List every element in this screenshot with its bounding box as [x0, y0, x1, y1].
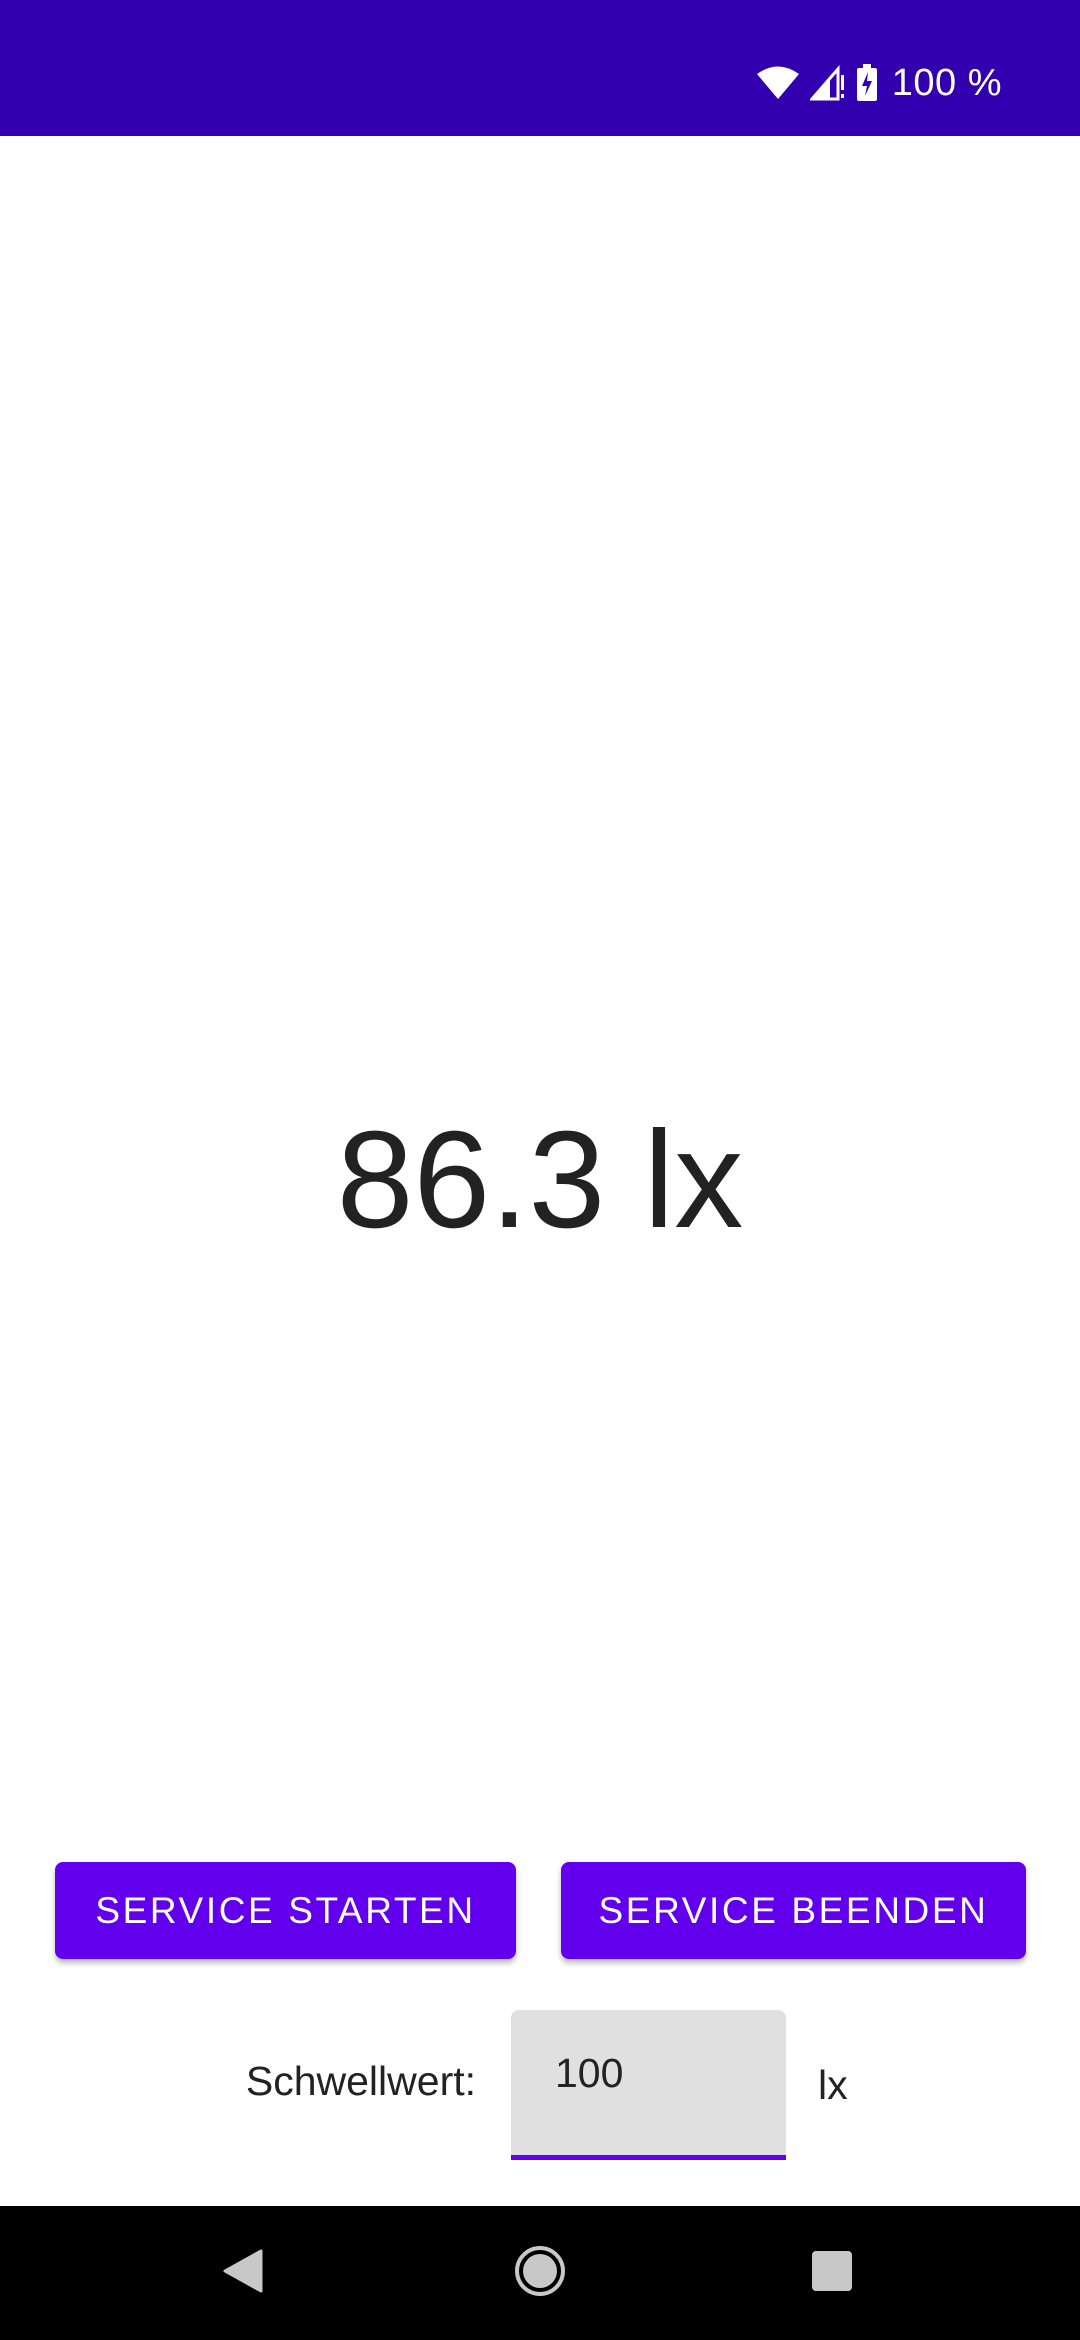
light-reading: 86.3 lx [336, 1103, 744, 1257]
navigation-bar [0, 2206, 1080, 2340]
recents-button[interactable] [765, 2206, 899, 2340]
recents-icon [810, 2249, 854, 2298]
cell-signal-icon [809, 65, 846, 101]
home-button[interactable] [473, 2206, 607, 2340]
home-icon [514, 2245, 566, 2302]
threshold-field[interactable] [511, 2010, 786, 2160]
battery-charging-icon [856, 64, 878, 102]
service-stop-button[interactable]: SERVICE BEENDEN [561, 1862, 1026, 1959]
status-icons: 100 % [756, 58, 1002, 108]
back-button[interactable] [176, 2206, 310, 2340]
threshold-unit: lx [818, 2062, 848, 2108]
back-icon [221, 2247, 265, 2300]
threshold-input[interactable] [555, 2050, 755, 2097]
wifi-icon [756, 65, 800, 101]
threshold-label: Schwellwert: [245, 2058, 476, 2104]
status-bar: 100 % [0, 0, 1080, 136]
service-start-button[interactable]: SERVICE STARTEN [55, 1862, 516, 1959]
battery-level: 100 % [891, 61, 1002, 104]
